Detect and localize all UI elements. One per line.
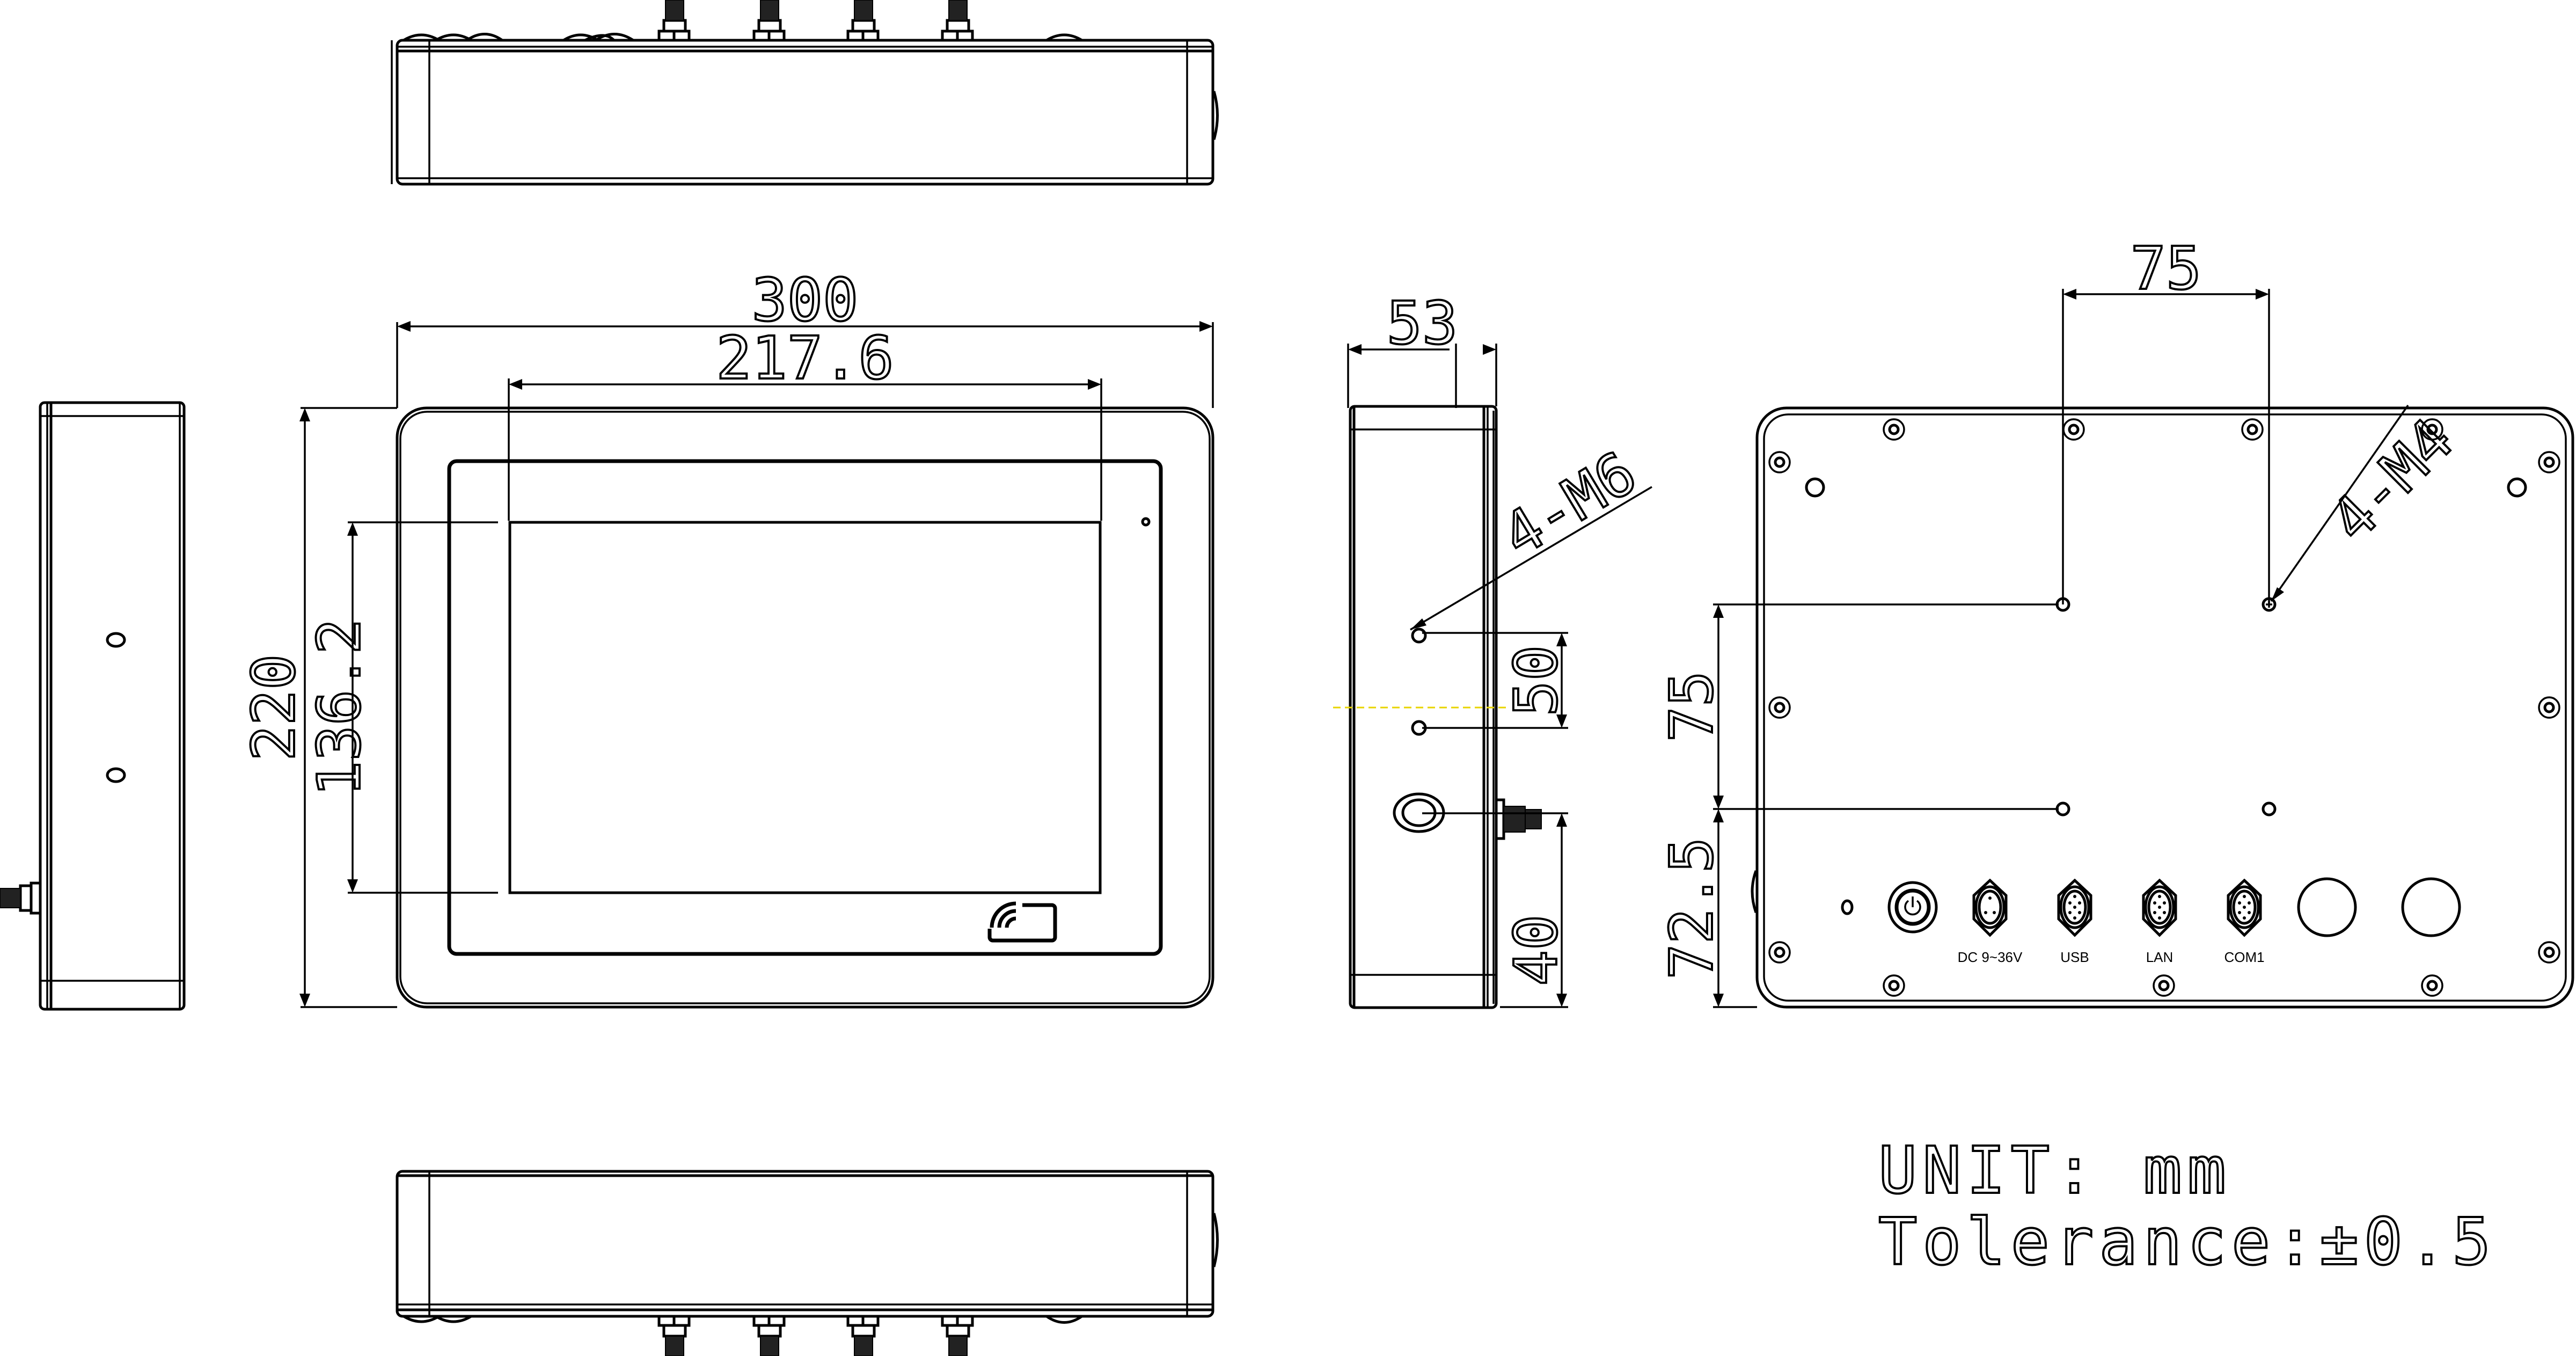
callout-4-m6: 4-M6 (1490, 438, 1648, 570)
antenna-connector-icon (657, 0, 691, 42)
dim-bottom-offset: 72.5 (1657, 837, 1726, 980)
dim-vesa-horizontal: 75 (2131, 234, 2201, 303)
rear-view: DC 9~36V USB LAN COM1 (1656, 233, 2574, 1009)
dim-active-width: 217.6 (716, 324, 894, 392)
port-label-dc: DC 9~36V (1958, 949, 2023, 965)
antenna-connector-icon (846, 0, 880, 42)
blank-plug-icon (2401, 877, 2461, 937)
power-button-icon[interactable] (1887, 881, 1938, 934)
antenna-connector-icon (657, 1315, 691, 1356)
dim-overall-width: 300 (752, 266, 859, 334)
dim-depth: 53 (1387, 289, 1458, 358)
dim-active-height: 136.2 (305, 618, 374, 796)
port-dc: DC 9~36V (1958, 878, 2023, 965)
port-label-lan: LAN (2146, 949, 2174, 965)
nfc-card-icon (987, 901, 1057, 943)
port-usb: USB (2057, 878, 2092, 965)
port-com1: COM1 (2224, 878, 2265, 965)
top-view (391, 0, 1219, 186)
antenna-connector-icon (846, 1315, 880, 1356)
dim-vesa-vertical: 75 (1657, 671, 1726, 742)
antenna-connector-icon (941, 1315, 974, 1356)
antenna-connector-icon (752, 1315, 786, 1356)
front-view: 300 217.6 220 136.2 (238, 265, 1214, 1009)
port-label-usb: USB (2060, 949, 2089, 965)
antenna-connector-icon (941, 0, 974, 42)
antenna-connector-icon (1495, 798, 1542, 840)
port-lan: LAN (2142, 878, 2177, 965)
blank-plug-icon (2297, 877, 2357, 937)
left-side-view (0, 401, 186, 1011)
screw-icons (1768, 418, 2560, 997)
tolerance-note: Tolerance:±0.5 (1878, 1205, 2496, 1280)
drawing-notes: UNIT: mm Tolerance:±0.5 (1877, 1133, 2496, 1281)
bottom-view (396, 1170, 1219, 1356)
port-label-com1: COM1 (2224, 949, 2264, 965)
antenna-connector-icon (0, 881, 42, 915)
unit-note: UNIT: mm (1878, 1134, 2231, 1208)
dim-connector-height: 40 (1502, 915, 1570, 986)
led-indicator (1841, 899, 1854, 915)
antenna-connector-icon (752, 0, 786, 42)
dim-overall-height: 220 (239, 654, 308, 761)
right-side-view: 53 4-M6 50 40 (1333, 288, 1652, 1009)
dim-hole-spacing: 50 (1502, 645, 1570, 716)
